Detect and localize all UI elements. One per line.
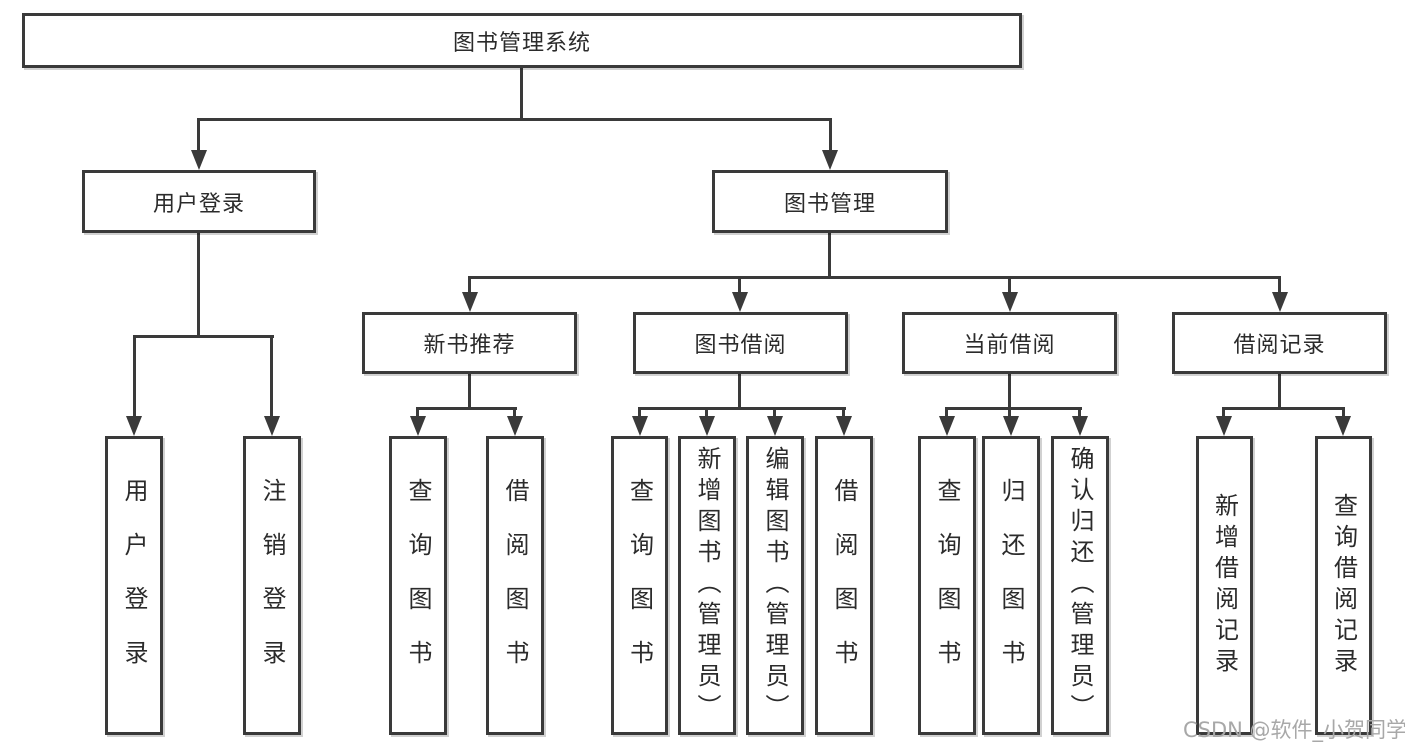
node-book-management-label: 图书管理 (783, 191, 876, 217)
connector-line (133, 335, 274, 338)
arrow-down-icon (1072, 416, 1088, 436)
node-leaf-logout: 注销登录 (243, 436, 301, 735)
arrow-down-icon (1002, 292, 1018, 312)
arrow-down-icon (822, 150, 838, 170)
node-leaf-borrow-book: 借阅图书 (815, 436, 873, 735)
node-leaf-confirm-return-admin-label: 确认归还（管理员） (1066, 446, 1094, 725)
connector-line (738, 276, 741, 294)
node-leaf-query-borrow-record-label: 查询借阅记录 (1329, 492, 1358, 679)
arrow-down-icon (264, 416, 280, 436)
connector-line (842, 407, 845, 418)
node-leaf-add-borrow-record-label: 新增借阅记录 (1210, 492, 1239, 679)
node-leaf-newbook-borrow: 借阅图书 (486, 436, 544, 735)
connector-line (1008, 374, 1011, 409)
connector-line (945, 407, 948, 418)
arrow-down-icon (1003, 416, 1019, 436)
node-leaf-borrow-query-label: 查询图书 (625, 477, 654, 694)
connector-line (738, 374, 741, 409)
node-leaf-add-borrow-record: 新增借阅记录 (1196, 436, 1253, 735)
node-current-borrow-label: 当前借阅 (963, 333, 1056, 358)
node-leaf-logout-label: 注销登录 (258, 477, 286, 694)
csdn-watermark: CSDN @软件_小贺同学 (1183, 718, 1405, 742)
connector-line (638, 407, 846, 410)
node-leaf-borrow-query: 查询图书 (611, 436, 668, 735)
connector-line (829, 118, 832, 152)
connector-line (468, 374, 471, 409)
arrow-down-icon (939, 416, 955, 436)
node-new-book-recommend-label: 新书推荐 (423, 333, 516, 358)
node-book-borrow-label: 图书借阅 (694, 333, 787, 358)
node-user-login: 用户登录 (82, 170, 316, 233)
node-leaf-user-login: 用户登录 (105, 436, 163, 735)
arrow-down-icon (1335, 416, 1351, 436)
connector-line (638, 407, 641, 418)
connector-line (828, 233, 831, 278)
node-leaf-borrow-book-label: 借阅图书 (830, 477, 858, 694)
node-current-borrow: 当前借阅 (902, 312, 1117, 374)
node-leaf-user-login-label: 用户登录 (120, 477, 148, 694)
node-leaf-edit-book-admin-label: 编辑图书（管理员） (761, 446, 789, 725)
connector-line (1222, 407, 1345, 410)
connector-line (1278, 374, 1281, 409)
node-leaf-add-book-admin: 新增图书（管理员） (678, 436, 736, 735)
arrow-down-icon (507, 416, 523, 436)
connector-line (1078, 407, 1081, 418)
node-leaf-current-query: 查询图书 (918, 436, 976, 735)
node-root: 图书管理系统 (22, 13, 1022, 68)
node-book-management: 图书管理 (712, 170, 948, 233)
connector-line (1278, 276, 1281, 294)
arrow-down-icon (767, 416, 783, 436)
node-borrow-records-label: 借阅记录 (1233, 333, 1326, 358)
arrow-down-icon (632, 416, 648, 436)
node-user-login-label: 用户登录 (152, 191, 245, 217)
arrow-down-icon (1216, 416, 1232, 436)
connector-line (513, 407, 516, 418)
node-book-borrow: 图书借阅 (633, 312, 848, 374)
connector-line (705, 407, 708, 418)
connector-line (197, 118, 832, 121)
connector-line (133, 335, 136, 418)
arrow-down-icon (126, 416, 142, 436)
arrow-down-icon (699, 416, 715, 436)
arrow-down-icon (1272, 292, 1288, 312)
connector-line (1342, 407, 1345, 418)
node-leaf-newbook-query-label: 查询图书 (404, 477, 432, 694)
connector-line (416, 407, 517, 410)
node-leaf-confirm-return-admin: 确认归还（管理员） (1051, 436, 1109, 735)
node-borrow-records: 借阅记录 (1172, 312, 1387, 374)
connector-line (1008, 276, 1011, 294)
node-leaf-edit-book-admin: 编辑图书（管理员） (746, 436, 804, 735)
arrow-down-icon (410, 416, 426, 436)
arrow-down-icon (191, 150, 207, 170)
node-leaf-return-book-label: 归还图书 (997, 477, 1025, 694)
connector-line (773, 407, 776, 418)
node-leaf-newbook-borrow-label: 借阅图书 (501, 477, 529, 694)
arrow-down-icon (732, 292, 748, 312)
connector-line (945, 407, 1082, 410)
connector-line (468, 276, 471, 294)
connector-line (468, 276, 1281, 279)
node-leaf-newbook-query: 查询图书 (389, 436, 447, 735)
node-leaf-query-borrow-record: 查询借阅记录 (1315, 436, 1372, 735)
arrow-down-icon (462, 292, 478, 312)
arrow-down-icon (836, 416, 852, 436)
connector-line (1008, 407, 1011, 418)
connector-line (1222, 407, 1225, 418)
connector-line (270, 335, 273, 418)
node-new-book-recommend: 新书推荐 (362, 312, 577, 374)
node-root-label: 图书管理系统 (452, 30, 591, 56)
node-leaf-return-book: 归还图书 (982, 436, 1040, 735)
node-leaf-current-query-label: 查询图书 (933, 477, 961, 694)
connector-line (197, 118, 200, 152)
node-leaf-add-book-admin-label: 新增图书（管理员） (693, 446, 721, 725)
connector-line (520, 68, 523, 120)
connector-line (197, 233, 200, 337)
connector-line (416, 407, 419, 418)
